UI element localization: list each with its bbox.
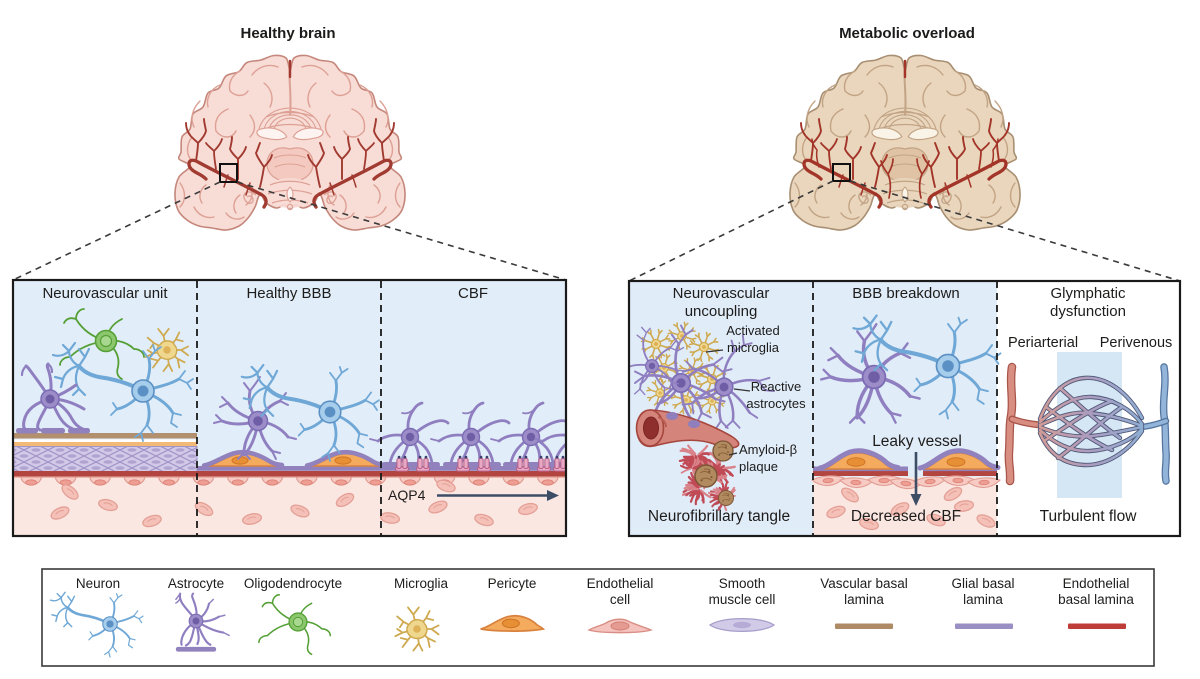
svg-text:cell: cell [610, 592, 630, 607]
svg-text:Astrocyte: Astrocyte [168, 576, 224, 591]
svg-text:Glial basal: Glial basal [951, 576, 1014, 591]
svg-text:Neurovascular unit: Neurovascular unit [42, 285, 168, 302]
svg-text:Oligodendrocyte: Oligodendrocyte [244, 576, 342, 591]
svg-text:Leaky vessel: Leaky vessel [872, 433, 962, 450]
svg-text:Decreased CBF: Decreased CBF [851, 508, 961, 525]
svg-text:uncoupling: uncoupling [685, 303, 758, 320]
svg-text:Amyloid-β: Amyloid-β [739, 442, 797, 457]
svg-text:Reactive: Reactive [751, 379, 802, 394]
svg-text:lamina: lamina [963, 592, 1003, 607]
svg-text:astrocytes: astrocytes [746, 396, 806, 411]
svg-text:Neurofibrillary tangle: Neurofibrillary tangle [648, 508, 790, 525]
svg-text:Neurovascular: Neurovascular [673, 285, 770, 302]
svg-text:CBF: CBF [458, 285, 488, 302]
svg-text:Healthy brain: Healthy brain [240, 25, 335, 42]
svg-text:basal lamina: basal lamina [1058, 592, 1134, 607]
svg-text:Neuron: Neuron [76, 576, 120, 591]
svg-text:Perivenous: Perivenous [1100, 335, 1173, 351]
svg-text:Periarterial: Periarterial [1008, 335, 1078, 351]
svg-text:Microglia: Microglia [394, 576, 449, 591]
svg-text:AQP4: AQP4 [388, 487, 426, 503]
svg-text:muscle cell: muscle cell [709, 592, 776, 607]
svg-text:lamina: lamina [844, 592, 884, 607]
svg-text:Endothelial: Endothelial [1063, 576, 1130, 591]
svg-text:Endothelial: Endothelial [587, 576, 654, 591]
svg-text:microglia: microglia [727, 340, 780, 355]
svg-text:Vascular basal: Vascular basal [820, 576, 908, 591]
svg-text:Turbulent flow: Turbulent flow [1040, 508, 1138, 525]
svg-text:Glymphatic: Glymphatic [1050, 285, 1126, 302]
svg-text:Metabolic overload: Metabolic overload [839, 25, 975, 42]
svg-text:Pericyte: Pericyte [488, 576, 537, 591]
svg-text:Smooth: Smooth [719, 576, 766, 591]
svg-text:Activated: Activated [726, 323, 779, 338]
svg-text:Healthy BBB: Healthy BBB [246, 285, 331, 302]
svg-text:plaque: plaque [739, 459, 778, 474]
svg-text:BBB breakdown: BBB breakdown [852, 285, 960, 302]
svg-text:dysfunction: dysfunction [1050, 303, 1126, 320]
